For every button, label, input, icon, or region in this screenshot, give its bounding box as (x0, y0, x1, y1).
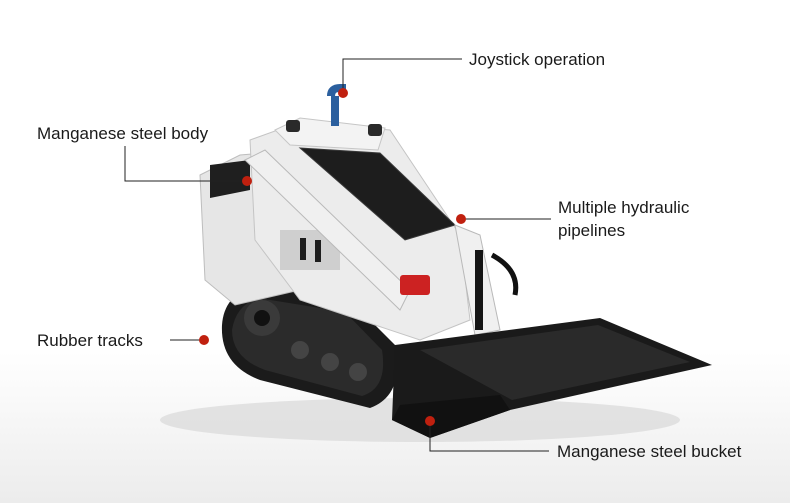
label-hydraulic-line2: pipelines (558, 221, 626, 240)
label-joystick-operation: Joystick operation (469, 50, 606, 69)
leader-bucket (429, 421, 549, 452)
marker-joystick (338, 88, 348, 98)
leader-body (124, 146, 245, 182)
marker-tracks (199, 335, 209, 345)
marker-body (242, 176, 252, 186)
label-hydraulic-line1: Multiple hydraulic (558, 198, 690, 217)
label-manganese-steel-body: Manganese steel body (37, 124, 209, 143)
bucket (392, 318, 712, 438)
lift-arms (244, 149, 519, 336)
leader-joystick (342, 58, 462, 93)
marker-bucket (425, 416, 435, 426)
label-hydraulic-pipelines: Multiple hydraulic pipelines (558, 196, 689, 242)
label-rubber-tracks: Rubber tracks (37, 331, 143, 350)
callout-markers (199, 88, 466, 426)
label-manganese-steel-bucket: Manganese steel bucket (557, 442, 742, 461)
leader-lines (124, 58, 551, 452)
joystick (327, 84, 346, 126)
marker-hydraulic (456, 214, 466, 224)
